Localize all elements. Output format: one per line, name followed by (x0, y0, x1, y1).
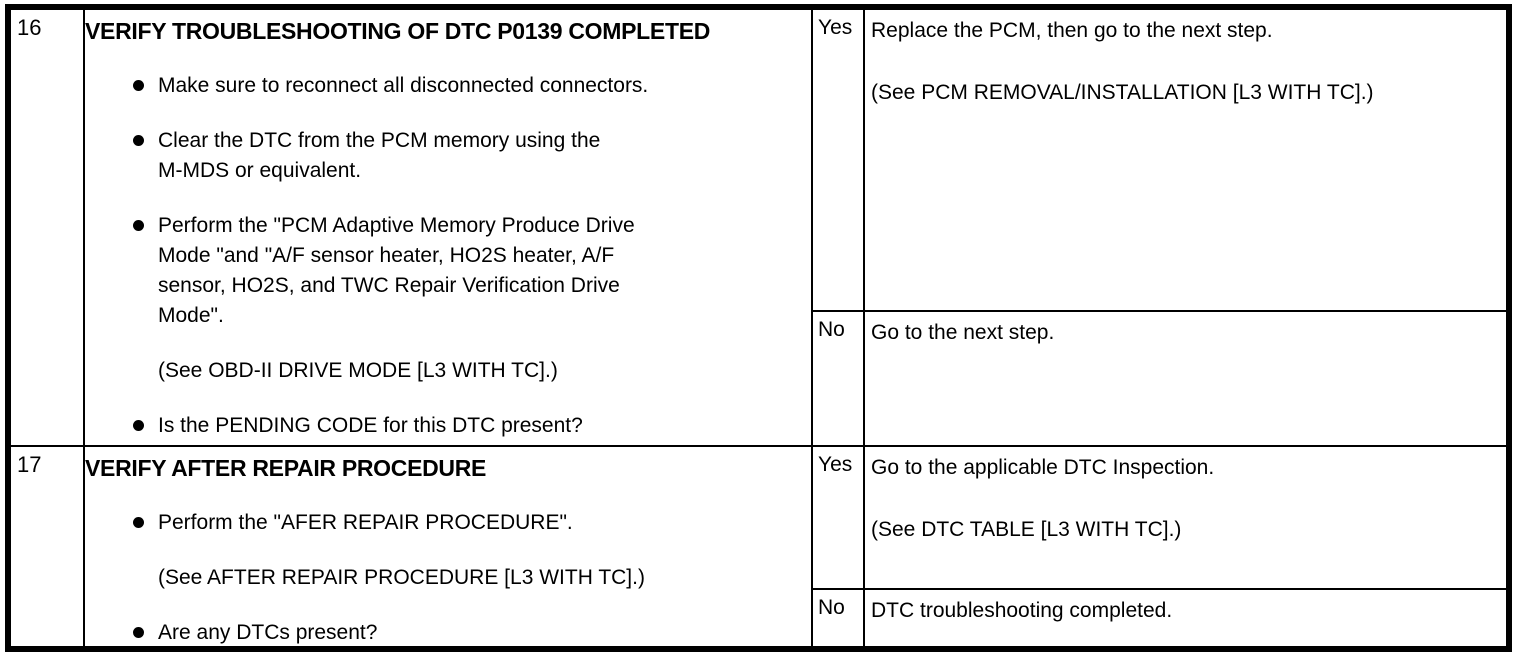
answer-cell: No (813, 590, 865, 646)
result-cell: Go to the next step. (865, 312, 1506, 445)
troubleshooting-table: 16 VERIFY TROUBLESHOOTING OF DTC P0139 C… (5, 4, 1512, 652)
bullet-item: Make sure to reconnect all disconnected … (133, 71, 799, 101)
no-label: No (818, 318, 845, 341)
see-reference-note: (See PCM REMOVAL/INSTALLATION [L3 WITH T… (871, 81, 1374, 104)
bullet-item: Clear the DTC from the PCM memory using … (133, 126, 799, 186)
result-action: DTC troubleshooting completed. (871, 599, 1173, 622)
no-label: No (818, 596, 845, 619)
bullet-text: Is the PENDING CODE for this DTC present… (158, 414, 583, 437)
table-row-step-17: 17 VERIFY AFTER REPAIR PROCEDURE Perform… (11, 447, 1506, 646)
bullet-icon (133, 220, 144, 231)
step-number: 17 (17, 452, 42, 477)
bullet-text: Perform the "PCM Adaptive Memory Produce… (158, 214, 635, 327)
answer-cell: Yes (813, 10, 865, 310)
action-cell: VERIFY AFTER REPAIR PROCEDURE Perform th… (85, 447, 813, 646)
branch-yes: Yes Replace the PCM, then go to the next… (813, 10, 1506, 312)
bullet-item: Are any DTCs present? (133, 618, 799, 646)
bullet-icon (133, 80, 144, 91)
answer-cell: Yes (813, 447, 865, 588)
bullet-text: Clear the DTC from the PCM memory using … (158, 129, 601, 182)
bullet-text: Are any DTCs present? (158, 621, 378, 644)
branch-no: No DTC troubleshooting completed. (813, 590, 1506, 646)
see-reference-note: (See DTC TABLE [L3 WITH TC].) (871, 518, 1182, 541)
see-reference-note: (See OBD-II DRIVE MODE [L3 WITH TC].) (158, 359, 558, 382)
bullet-icon (133, 420, 144, 431)
see-reference-note: (See AFTER REPAIR PROCEDURE [L3 WITH TC]… (158, 566, 645, 589)
step-number-cell: 17 (11, 447, 85, 646)
branch-cells: Yes Replace the PCM, then go to the next… (813, 10, 1506, 445)
bullet-text: Make sure to reconnect all disconnected … (158, 74, 649, 97)
result-action: Go to the next step. (871, 321, 1055, 344)
step-number-cell: 16 (11, 10, 85, 445)
branch-yes: Yes Go to the applicable DTC Inspection.… (813, 447, 1506, 590)
result-action: Replace the PCM, then go to the next ste… (871, 19, 1273, 42)
branch-cells: Yes Go to the applicable DTC Inspection.… (813, 447, 1506, 646)
table-row-step-16: 16 VERIFY TROUBLESHOOTING OF DTC P0139 C… (11, 10, 1506, 447)
yes-label: Yes (818, 453, 853, 476)
bullet-icon (133, 135, 144, 146)
bullet-item: Is the PENDING CODE for this DTC present… (133, 411, 799, 441)
branch-no: No Go to the next step. (813, 312, 1506, 445)
action-title: VERIFY AFTER REPAIR PROCEDURE (85, 455, 487, 481)
result-cell: DTC troubleshooting completed. (865, 590, 1506, 646)
result-action: Go to the applicable DTC Inspection. (871, 456, 1215, 479)
action-cell: VERIFY TROUBLESHOOTING OF DTC P0139 COMP… (85, 10, 813, 445)
bullet-item: Perform the "PCM Adaptive Memory Produce… (133, 211, 799, 331)
bullet-icon (133, 627, 144, 638)
yes-label: Yes (818, 16, 853, 39)
bullet-text: Perform the "AFER REPAIR PROCEDURE". (158, 511, 573, 534)
answer-cell: No (813, 312, 865, 445)
result-cell: Replace the PCM, then go to the next ste… (865, 10, 1506, 310)
action-title: VERIFY TROUBLESHOOTING OF DTC P0139 COMP… (85, 18, 711, 44)
bullet-icon (133, 517, 144, 528)
step-number: 16 (17, 15, 42, 40)
result-cell: Go to the applicable DTC Inspection. (Se… (865, 447, 1506, 588)
bullet-item: Perform the "AFER REPAIR PROCEDURE". (133, 508, 799, 538)
